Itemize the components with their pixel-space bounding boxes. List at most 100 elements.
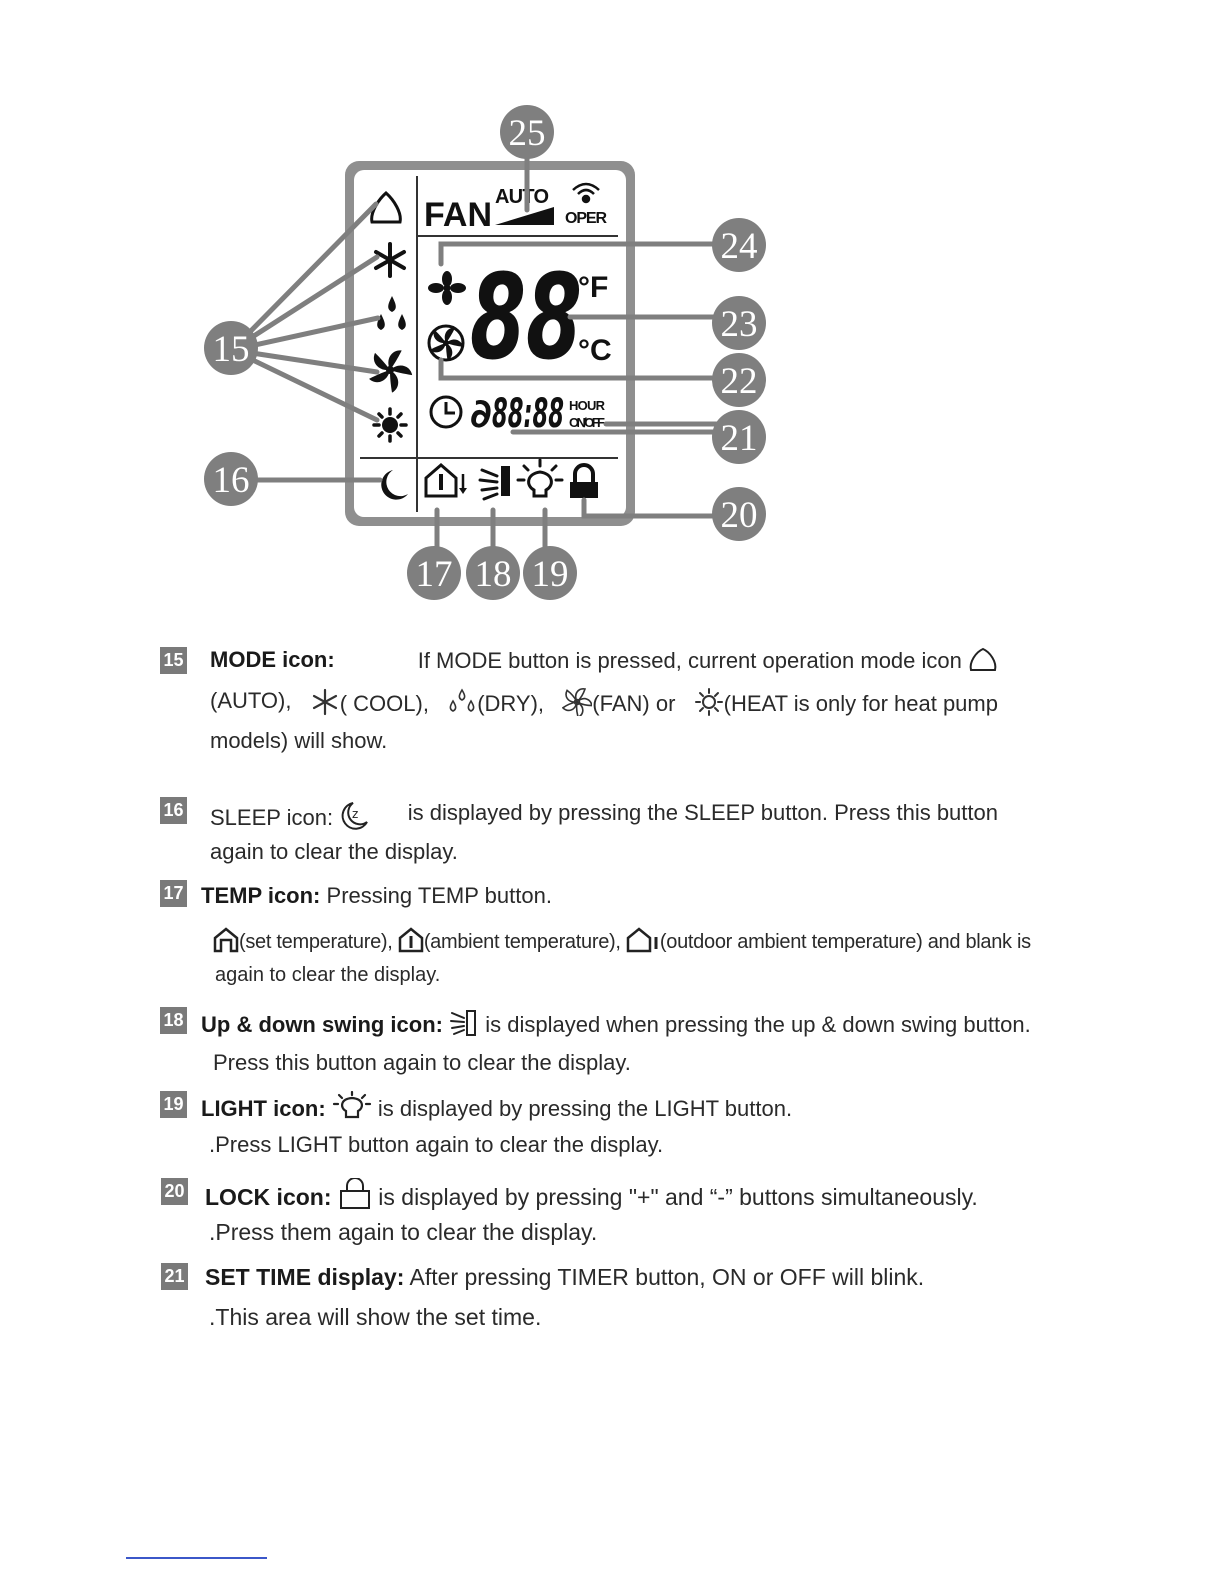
callout-21: 21 — [712, 410, 766, 464]
callout-23: 23 — [712, 296, 766, 350]
callout-19: 19 — [523, 546, 577, 600]
fan-icon — [562, 688, 593, 716]
svg-text:25: 25 — [509, 113, 546, 154]
item-16-line-1: SLEEP icon: z is displayed by pressing t… — [210, 800, 998, 831]
item-15-auto: (AUTO), — [210, 688, 292, 713]
swing-text-icon — [450, 1010, 477, 1036]
item-16-line-2: again to clear the display. — [210, 839, 458, 864]
light-text-icon — [332, 1091, 371, 1119]
callout-16: 16 — [204, 452, 258, 506]
swing-icon — [478, 466, 510, 501]
timer-digits: 88:88 — [492, 391, 564, 437]
svg-text:21: 21 — [721, 418, 758, 459]
svg-text:20: 20 — [721, 495, 758, 536]
clock-icon — [429, 395, 463, 429]
auto-icon — [969, 647, 997, 671]
item-21-line-2: .This area will show the set time. — [209, 1304, 542, 1330]
item-21-label: SET TIME display: — [205, 1264, 405, 1290]
item-15-label: MODE icon: — [210, 647, 335, 672]
set-temp-icon — [213, 927, 239, 953]
badge-16: 16 — [160, 797, 187, 824]
fan-speed-icon — [428, 271, 466, 305]
badge-18: 18 — [160, 1007, 187, 1034]
badge-20: 20 — [161, 1178, 188, 1205]
svg-text:17: 17 — [416, 554, 453, 595]
item-18-line-2: Press this button again to clear the dis… — [213, 1050, 631, 1075]
svg-text:22: 22 — [721, 361, 758, 402]
hour-label: HOUR — [569, 398, 606, 413]
sleep-text-icon: z — [341, 802, 369, 830]
svg-text:18: 18 — [475, 554, 512, 595]
item-17-line-2: (set temperature), (ambient temperature)… — [213, 927, 1031, 955]
callout-25: 25 — [500, 105, 554, 159]
lock-icon — [570, 463, 598, 498]
callout-20: 20 — [712, 487, 766, 541]
auto-mode-icon — [370, 191, 402, 224]
badge-17: 17 — [160, 880, 187, 907]
item-17-label: TEMP icon: — [201, 883, 321, 908]
temp-house-icon — [424, 463, 467, 498]
dry-icon — [449, 688, 475, 712]
light-icon — [516, 458, 564, 498]
svg-text:z: z — [352, 807, 358, 821]
lcd-fan-label: FAN — [424, 196, 492, 234]
callout-24: 24 — [712, 218, 766, 272]
callout-22: 22 — [712, 353, 766, 407]
item-15-line-2: (AUTO), ( COOL), (DRY), (FAN) or (HEAT i… — [210, 688, 998, 716]
item-21-line-1: SET TIME display: After pressing TIMER b… — [205, 1264, 924, 1290]
item-15-line-3: models) will show. — [210, 728, 388, 753]
item-19-line-2: .Press LIGHT button again to clear the d… — [209, 1132, 664, 1157]
svg-text:15: 15 — [213, 329, 250, 370]
badge-15: 15 — [160, 647, 187, 674]
item-20-label: LOCK icon: — [205, 1184, 332, 1210]
item-18-line-1: Up & down swing icon: is displayed when … — [201, 1009, 1031, 1038]
fan-mode-icon — [368, 350, 413, 393]
item-21-text: After pressing TIMER button, ON or OFF w… — [409, 1264, 925, 1290]
item-19-label: LIGHT icon: — [201, 1096, 326, 1121]
onoff-label: ON/OFF — [569, 415, 605, 430]
item-15-text: If MODE button is pressed, current opera… — [417, 648, 962, 673]
badge-21: 21 — [161, 1263, 188, 1290]
temperature-digits: 88 — [470, 248, 582, 386]
indoor-fan-icon — [427, 324, 465, 362]
item-16-text: is displayed by pressing the SLEEP butto… — [407, 800, 998, 825]
item-20-line-1: LOCK icon: is displayed by pressing "+" … — [205, 1178, 978, 1210]
svg-text:24: 24 — [721, 226, 758, 267]
unit-celsius: °C — [578, 334, 612, 367]
item-17-line-1: TEMP icon: Pressing TEMP button. — [201, 883, 552, 909]
svg-text:16: 16 — [213, 460, 250, 501]
lock-text-icon — [339, 1178, 370, 1209]
callout-15: 15 — [204, 321, 258, 375]
unit-fahrenheit: °F — [578, 271, 608, 304]
item-20-text: is displayed by pressing "+" and “-” but… — [378, 1184, 978, 1210]
footer-rule — [126, 1557, 267, 1559]
svg-text:23: 23 — [721, 304, 758, 345]
outdoor-temp-icon — [626, 927, 658, 953]
heat-icon — [694, 688, 723, 716]
callout-17: 17 — [407, 546, 461, 600]
sleep-icon: z — [381, 470, 408, 500]
item-17-line-3: again to clear the display. — [215, 964, 441, 986]
item-18-label: Up & down swing icon: — [201, 1012, 443, 1037]
svg-text:z: z — [393, 478, 401, 494]
svg-text:19: 19 — [532, 554, 569, 595]
lcd-oper-label: OPER — [565, 210, 607, 227]
fan-speed-wedge — [495, 207, 554, 225]
item-15-line-1: MODE icon: If MODE button is pressed, cu… — [210, 647, 998, 674]
item-19-line-1: LIGHT icon: is displayed by pressing the… — [201, 1091, 792, 1122]
item-20-line-2: .Press them again to clear the display. — [209, 1219, 598, 1245]
item-19-text: is displayed by pressing the LIGHT butto… — [377, 1096, 793, 1121]
item-16-label: SLEEP icon: — [210, 805, 334, 830]
heat-mode-icon — [372, 407, 408, 443]
timer-prefix: ∂ — [470, 391, 492, 437]
callout-18: 18 — [466, 546, 520, 600]
ambient-temp-icon — [398, 927, 424, 953]
lcd-diagram: FAN AUTO OPER — [204, 105, 766, 600]
badge-19: 19 — [160, 1091, 187, 1118]
cool-icon — [312, 688, 337, 716]
item-17-text: Pressing TEMP button. — [326, 883, 552, 908]
lcd-auto-label: AUTO — [495, 186, 549, 208]
item-18-text: is displayed when pressing the up & down… — [485, 1012, 1031, 1037]
signal-icon — [572, 182, 600, 204]
cool-mode-icon — [374, 242, 406, 278]
